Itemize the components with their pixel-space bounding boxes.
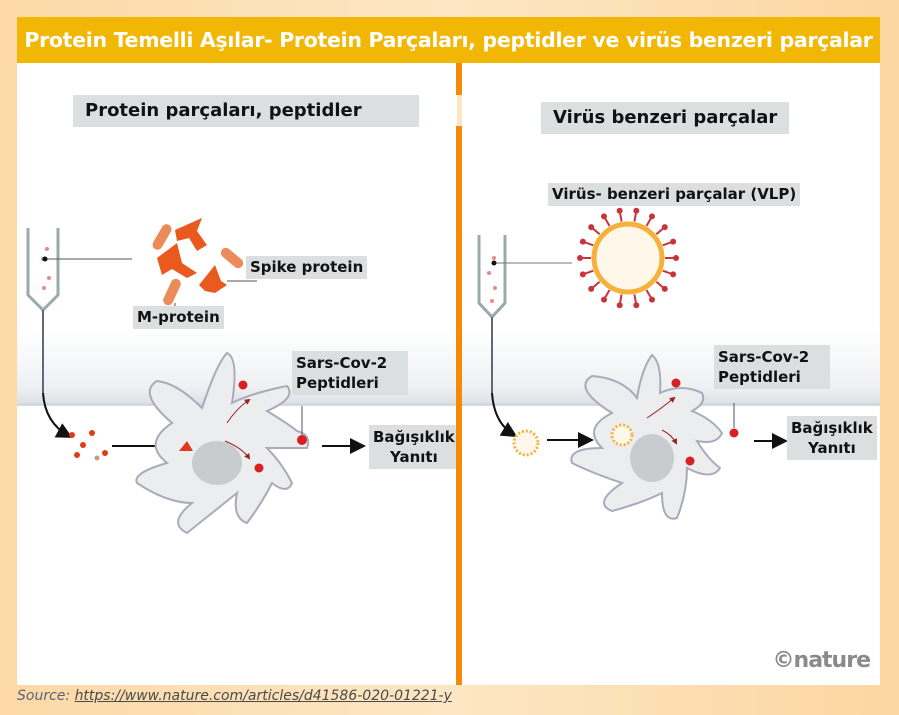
spike-tip <box>633 207 640 214</box>
panel-header: Virüs benzeri parçalar <box>541 102 790 134</box>
divider <box>456 126 462 685</box>
spike-tip <box>579 271 586 278</box>
spike-tip <box>616 207 623 214</box>
spike-tip <box>601 213 607 220</box>
spike-tip <box>661 285 668 292</box>
page-title: Protein Temelli Aşılar- Protein Parçalar… <box>17 17 880 63</box>
peptides-label-line1: Sars-Cov-2 <box>296 354 388 372</box>
spike-protein-label: Spike protein <box>246 256 368 279</box>
vlp-label: Virüs- benzeri parçalar (VLP) <box>548 183 801 206</box>
immune-label-line2: Yanıtı <box>390 448 438 466</box>
spike-tip <box>616 302 623 309</box>
spike-tip <box>670 238 677 245</box>
spike-tip <box>649 296 655 303</box>
spike-tip <box>670 271 677 278</box>
virus-like-particle-icon <box>577 207 679 309</box>
syringe-icon <box>26 228 60 393</box>
vlp-illustration <box>477 207 788 520</box>
small-vlp-icon <box>512 429 540 457</box>
peptides-label-line1: Sars-Cov-2 <box>718 348 810 366</box>
peptides-label-line2: Peptidleri <box>296 374 379 392</box>
protein-fragments <box>152 218 244 306</box>
source-link[interactable]: https://www.nature.com/articles/d41586-0… <box>74 688 452 704</box>
panel-protein-fragments: Protein parçaları, peptidler Spike prote… <box>17 63 457 685</box>
spike-tip <box>633 302 640 309</box>
spike-tip <box>588 224 595 231</box>
protein-illustration <box>26 218 366 535</box>
dendritic-cell <box>570 353 724 520</box>
panel-header: Protein parçaları, peptidler <box>73 95 419 127</box>
spike-tip <box>579 238 586 245</box>
divider-top <box>456 63 462 95</box>
immune-label-line1: Bağışıklık <box>791 419 873 437</box>
source-citation: Source: https://www.nature.com/articles/… <box>17 688 452 704</box>
immune-label-line2: Yanıtı <box>808 439 856 457</box>
nature-credit-logo: ©nature <box>772 648 871 673</box>
spike-tip <box>649 213 655 220</box>
spike-tip <box>673 255 679 261</box>
protein-fragments-small <box>69 430 108 461</box>
panel-virus-like-particles: Virüs benzeri parçalar Virüs- benzeri pa… <box>462 63 880 685</box>
dendritic-cell <box>135 351 310 535</box>
spike-tip <box>601 296 607 303</box>
immune-label-line1: Bağışıklık <box>373 428 455 446</box>
spike-tip <box>661 224 668 231</box>
syringe-icon <box>477 235 507 393</box>
source-prefix: Source: <box>17 688 75 704</box>
m-protein-label: M-protein <box>133 306 224 329</box>
spike-tip <box>577 255 583 261</box>
peptides-label-line2: Peptidleri <box>718 368 801 386</box>
spike-tip <box>588 285 595 292</box>
